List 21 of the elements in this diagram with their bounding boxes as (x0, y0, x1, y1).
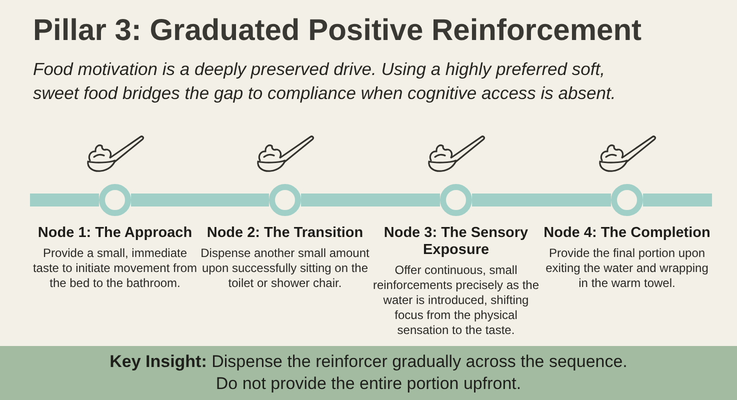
insight-banner (0, 346, 737, 400)
insight-text: Key Insight: Dispense the reinforcer gradually across the sequence. Do not provide the entire portion upfront. (108, 351, 628, 395)
timeline-circle (269, 184, 301, 216)
timeline-line (30, 194, 99, 206)
step-description: Provide the final portion upon exiting the water and wrapping in the warm towel. (544, 246, 710, 291)
step-description: Provide a small, immediate taste to initiate movement from the bed to the bathroom. (32, 246, 198, 291)
timeline-line (643, 194, 712, 206)
timeline-line (472, 194, 611, 206)
step-description: Dispense another small amount upon successfully sitting on the toilet or shower chair. (200, 246, 370, 291)
title: Pillar 3: Graduated Positive Reinforcement (33, 13, 642, 49)
step-heading: Node 3: The Sensory Exposure (382, 225, 530, 259)
timeline-circle (440, 184, 472, 216)
subtitle: Food motivation is a deeply preserved drive. Using a highly preferred soft, sweet food bridges the gap to compliance when cognitive access is absent. (33, 58, 617, 105)
timeline-circle (611, 184, 643, 216)
step-heading: Node 4: The Completion (544, 225, 710, 242)
timeline-line (301, 194, 440, 206)
timeline-circle (99, 184, 131, 216)
step-description: Offer continuous, small reinforcements precisely as the water is introduced, shifting focus from the physical sensation to the taste. (372, 263, 540, 338)
timeline-line (131, 194, 269, 206)
step-heading: Node 1: The Approach (38, 225, 192, 242)
step-heading: Node 2: The Transition (206, 225, 364, 242)
